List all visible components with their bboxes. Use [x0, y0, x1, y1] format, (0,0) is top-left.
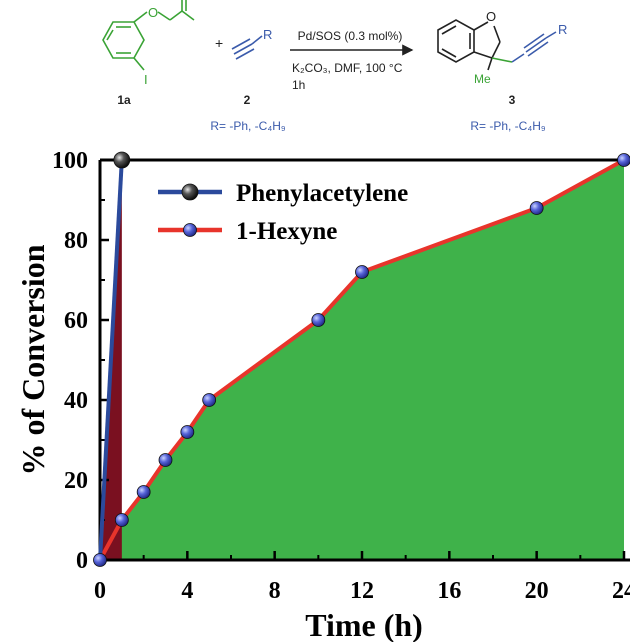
data-point: [311, 313, 326, 327]
product-r: R: [558, 22, 567, 37]
conditions-time: 1h: [292, 78, 305, 92]
y-tick-label: 0: [76, 548, 88, 574]
data-point: [136, 485, 151, 499]
reactant-1a-iodine: I: [144, 72, 148, 87]
series-markers: [93, 151, 630, 567]
data-point: [93, 553, 107, 567]
x-tick-label: 24: [612, 578, 630, 604]
data-point: [114, 513, 129, 527]
data-point: [113, 151, 131, 169]
x-tick-label: 20: [525, 578, 549, 604]
y-tick-label: 40: [64, 388, 88, 414]
reactant-2-r: R: [263, 27, 272, 42]
reactant-2-label: 2: [244, 93, 251, 107]
tick-labels: 0 4 8 12 16 20 24 0 20 40 60 80 100: [52, 148, 630, 604]
legend-label: Phenylacetylene: [236, 180, 408, 207]
data-point: [180, 425, 195, 439]
x-tick-label: 0: [94, 578, 106, 604]
series-line-phenylacetylene: [98, 159, 124, 561]
x-tick-label: 12: [350, 578, 374, 604]
x-tick-label: 16: [437, 578, 461, 604]
legend-marker: [181, 183, 199, 201]
series-line-1-hexyne: [98, 158, 625, 561]
reaction-scheme: O I 1a + R 2 R= -Ph, -C₄H₉ Pd/SOS (0.3 m…: [102, 0, 567, 133]
x-tick-label: 8: [269, 578, 281, 604]
reactant-1a-label: 1a: [117, 93, 131, 107]
product-3-structure: [437, 19, 557, 71]
reactant-1a-structure: [102, 0, 195, 71]
conversion-chart: 0 4 8 12 16 20 24 0 20 40 60 80 100 Phenylacetylene 1…: [15, 148, 630, 642]
conditions-base-solvent-temp: K₂CO₃, DMF, 100 °C: [292, 61, 403, 75]
data-point: [529, 201, 544, 215]
product-me-group: Me: [474, 72, 491, 86]
data-point: [158, 453, 173, 467]
conditions-catalyst: Pd/SOS (0.3 mol%): [298, 29, 403, 43]
area-fill-1-hexyne: [100, 160, 624, 560]
plus-sign: +: [215, 35, 223, 51]
x-tick-label: 4: [181, 578, 193, 604]
legend-label: 1-Hexyne: [236, 218, 337, 245]
product-r-group: R= -Ph, -C₄H₉: [470, 119, 546, 133]
data-point: [617, 153, 630, 167]
reactant-2-structure: [231, 35, 263, 60]
data-point: [355, 265, 369, 279]
y-tick-label: 60: [64, 308, 88, 334]
y-tick-label: 80: [64, 228, 88, 254]
x-axis-label: Time (h): [305, 607, 423, 642]
product-o-atom: O: [486, 9, 496, 24]
legend-marker: [183, 223, 197, 237]
y-tick-label: 20: [64, 468, 88, 494]
area-fills: [100, 160, 624, 560]
y-tick-label: 100: [52, 148, 88, 174]
reactant-1a-o-atom: O: [148, 5, 158, 20]
series-lines: [98, 158, 625, 561]
data-point: [202, 393, 217, 407]
product-3-label: 3: [509, 93, 516, 107]
y-axis-label: % of Conversion: [15, 244, 51, 475]
legend: Phenylacetylene 1-Hexyne: [158, 180, 408, 245]
reactant-r-group: R= -Ph, -C₄H₉: [210, 119, 286, 133]
